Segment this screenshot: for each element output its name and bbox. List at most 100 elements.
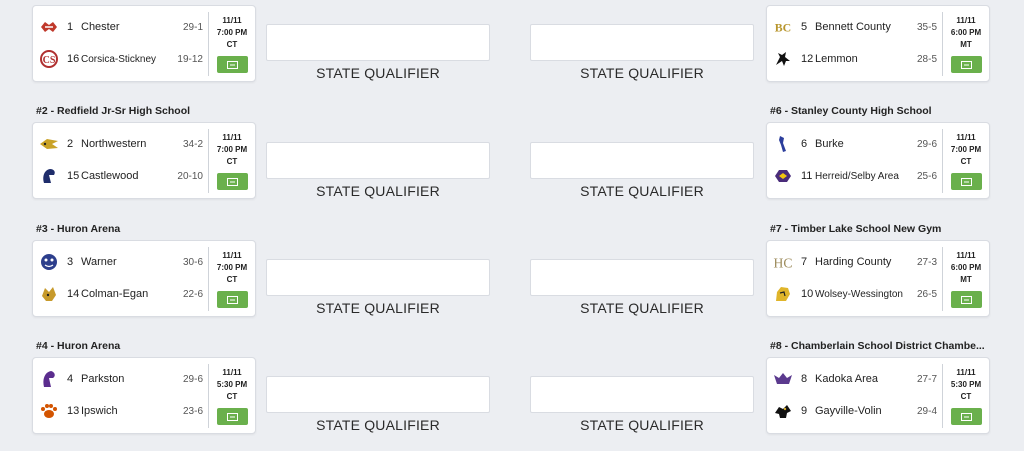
qualifier-label: STATE QUALIFIER bbox=[580, 300, 704, 316]
qualifier-label: STATE QUALIFIER bbox=[316, 417, 440, 433]
team-name: Castlewood bbox=[81, 170, 139, 182]
game-date: 11/11 bbox=[956, 16, 976, 25]
qualifier-label: STATE QUALIFIER bbox=[316, 300, 440, 316]
team-name: Ipswich bbox=[81, 405, 118, 417]
ticket-icon bbox=[227, 177, 238, 186]
ticket-icon bbox=[961, 177, 972, 186]
team-seed: 15 bbox=[67, 170, 80, 182]
qualifier-slot bbox=[530, 142, 754, 179]
team-name: Lemmon bbox=[815, 53, 858, 65]
qualifier-slot bbox=[530, 259, 754, 296]
team-row[interactable]: 2 Northwestern 34-2 bbox=[33, 134, 207, 154]
team-seed: 4 bbox=[67, 373, 74, 385]
ticket-button[interactable] bbox=[217, 291, 248, 308]
ticket-button[interactable] bbox=[217, 56, 248, 73]
team-row[interactable]: 6 Burke 29-6 bbox=[767, 134, 941, 154]
game-date: 11/11 bbox=[956, 133, 976, 142]
ticket-button[interactable] bbox=[951, 291, 982, 308]
bennett-county-logo-icon: BC bbox=[773, 17, 793, 37]
team-row[interactable]: CS 16 Corsica-Stickney 19-12 bbox=[33, 49, 207, 69]
team-name: Kadoka Area bbox=[815, 373, 878, 385]
site-title: #2 - Redfield Jr-Sr High School bbox=[36, 105, 191, 117]
svg-text:BC: BC bbox=[775, 21, 791, 35]
game-time: 11/11 6:00 PM MT bbox=[943, 250, 989, 286]
ticket-icon bbox=[227, 60, 238, 69]
game-timezone: MT bbox=[960, 275, 972, 284]
team-row[interactable]: 8 Kadoka Area 27-7 bbox=[767, 369, 941, 389]
team-record: 22-6 bbox=[182, 288, 203, 300]
game-timezone: CT bbox=[226, 392, 238, 401]
warner-logo-icon bbox=[39, 252, 59, 272]
qualifier-slot bbox=[530, 24, 754, 61]
team-record: 29-6 bbox=[916, 138, 937, 150]
team-row[interactable]: 10 Wolsey-Wessington 26-5 bbox=[767, 284, 941, 304]
ipswich-logo-icon bbox=[39, 401, 59, 421]
ticket-button[interactable] bbox=[951, 56, 982, 73]
game-card: 2 Northwestern 34-2 15 Castlewood 20-10 … bbox=[32, 122, 256, 199]
svg-text:HC: HC bbox=[774, 255, 793, 270]
team-seed: 16 bbox=[67, 53, 80, 65]
game-card: 1 Chester 29-1 CS 16 Corsica-Stickney 19… bbox=[32, 5, 256, 82]
game-timezone: CT bbox=[226, 40, 238, 49]
ticket-button[interactable] bbox=[217, 173, 248, 190]
team-seed: 7 bbox=[801, 256, 808, 268]
team-row[interactable]: 12 Lemmon 28-5 bbox=[767, 49, 941, 69]
team-seed: 9 bbox=[801, 405, 808, 417]
qualifier-label: STATE QUALIFIER bbox=[580, 417, 704, 433]
team-record: 25-6 bbox=[916, 170, 937, 182]
site-title: #3 - Huron Arena bbox=[36, 223, 121, 235]
team-seed: 3 bbox=[67, 256, 74, 268]
team-record: 35-5 bbox=[916, 21, 937, 33]
team-seed: 6 bbox=[801, 138, 808, 150]
ticket-button[interactable] bbox=[951, 408, 982, 425]
game-date: 11/11 bbox=[222, 251, 242, 260]
game-clock: 5:30 PM bbox=[216, 380, 248, 389]
chester-logo-icon bbox=[39, 17, 59, 37]
divider bbox=[942, 364, 943, 428]
game-clock: 6:00 PM bbox=[950, 28, 982, 37]
team-record: 26-5 bbox=[916, 288, 937, 300]
qualifier-label: STATE QUALIFIER bbox=[580, 183, 704, 199]
team-row[interactable]: 4 Parkston 29-6 bbox=[33, 369, 207, 389]
game-time: 11/11 7:00 PM CT bbox=[209, 250, 255, 286]
svg-text:CS: CS bbox=[43, 55, 56, 66]
team-seed: 11 bbox=[801, 170, 813, 182]
team-row[interactable]: 3 Warner 30-6 bbox=[33, 252, 207, 272]
ticket-button[interactable] bbox=[951, 173, 982, 190]
ticket-icon bbox=[961, 60, 972, 69]
team-name: Colman-Egan bbox=[81, 288, 149, 300]
team-record: 28-5 bbox=[916, 53, 937, 65]
team-row[interactable]: 9 Gayville-Volin 29-4 bbox=[767, 401, 941, 421]
team-row[interactable]: 14 Colman-Egan 22-6 bbox=[33, 284, 207, 304]
qualifier-slot bbox=[266, 142, 490, 179]
divider bbox=[208, 129, 209, 193]
kadoka-area-logo-icon bbox=[773, 369, 793, 389]
team-name: Northwestern bbox=[81, 138, 147, 150]
northwestern-logo-icon bbox=[39, 134, 59, 154]
team-name: Gayville-Volin bbox=[815, 405, 882, 417]
qualifier-slot bbox=[266, 24, 490, 61]
game-time: 11/11 5:30 PM CT bbox=[209, 367, 255, 403]
game-card: 4 Parkston 29-6 13 Ipswich 23-6 11/11 5:… bbox=[32, 357, 256, 434]
team-row[interactable]: 13 Ipswich 23-6 bbox=[33, 401, 207, 421]
team-row[interactable]: BC 5 Bennett County 35-5 bbox=[767, 17, 941, 37]
divider bbox=[942, 129, 943, 193]
team-name: Chester bbox=[81, 21, 120, 33]
team-seed: 13 bbox=[67, 405, 80, 417]
game-clock: 7:00 PM bbox=[216, 263, 248, 272]
team-row[interactable]: 15 Castlewood 20-10 bbox=[33, 166, 207, 186]
team-row[interactable]: 1 Chester 29-1 bbox=[33, 17, 207, 37]
burke-logo-icon bbox=[773, 134, 793, 154]
site-title: #7 - Timber Lake School New Gym bbox=[770, 223, 942, 235]
game-clock: 6:00 PM bbox=[950, 263, 982, 272]
team-row[interactable]: 11 Herreid/Selby Area 25-6 bbox=[767, 166, 941, 186]
team-row[interactable]: HC 7 Harding County 27-3 bbox=[767, 252, 941, 272]
team-name: Wolsey-Wessington bbox=[815, 288, 903, 300]
ticket-button[interactable] bbox=[217, 408, 248, 425]
divider bbox=[942, 12, 943, 76]
team-name: Warner bbox=[81, 256, 117, 268]
ticket-icon bbox=[227, 412, 238, 421]
team-record: 29-1 bbox=[182, 21, 203, 33]
divider bbox=[208, 247, 209, 311]
corsica-stickney-logo-icon: CS bbox=[39, 49, 59, 69]
